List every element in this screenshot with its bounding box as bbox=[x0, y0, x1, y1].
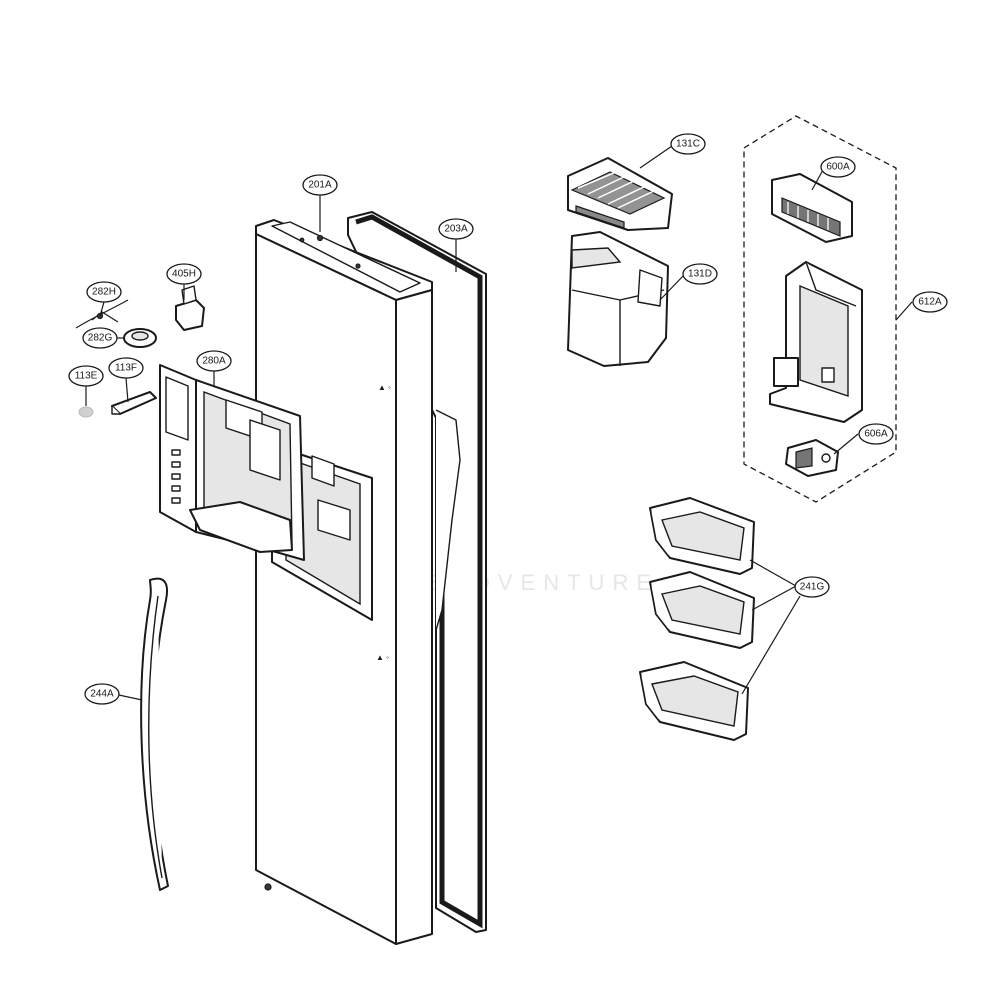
callout-113E: 113E bbox=[68, 365, 104, 387]
callout-label: 600A bbox=[826, 162, 850, 173]
callout-label: 113F bbox=[115, 363, 137, 374]
callout-label: 280A bbox=[202, 356, 226, 367]
callout-label: 244A bbox=[90, 689, 114, 700]
bracket-part bbox=[111, 391, 157, 415]
door-handle-part bbox=[140, 577, 169, 891]
lamp-part bbox=[78, 406, 94, 418]
round-cap-part bbox=[123, 328, 157, 348]
callout-label: 201A bbox=[308, 180, 332, 191]
callout-405H: 405H bbox=[166, 263, 202, 285]
callout-241G: 241G bbox=[794, 576, 830, 598]
wire-harness-part bbox=[75, 299, 129, 329]
ice-bin-cover-part bbox=[567, 157, 673, 231]
callout-282H: 282H bbox=[86, 281, 122, 303]
callout-201A: 201A bbox=[302, 174, 338, 196]
callout-label: 282H bbox=[92, 287, 116, 298]
callout-203A: 203A bbox=[438, 218, 474, 240]
callout-label: 606A bbox=[864, 429, 888, 440]
door-bin-upper bbox=[649, 497, 755, 575]
callout-282G: 282G bbox=[82, 327, 118, 349]
switch-part bbox=[175, 285, 205, 331]
ice-bin-part bbox=[567, 231, 669, 367]
water-valve-part bbox=[785, 439, 839, 477]
callout-label: 405H bbox=[172, 269, 196, 280]
callout-612A: 612A bbox=[912, 291, 948, 313]
callout-label: 113E bbox=[75, 371, 98, 382]
svg-text:▲ ◦: ▲ ◦ bbox=[376, 653, 389, 662]
door-bin-lower bbox=[639, 661, 749, 741]
dispenser-cover-part bbox=[159, 364, 305, 561]
callout-131C: 131C bbox=[670, 133, 706, 155]
callout-131D: 131D bbox=[682, 263, 718, 285]
callout-label: 282G bbox=[88, 333, 113, 344]
callout-600A: 600A bbox=[820, 156, 856, 178]
callout-label: 612A bbox=[918, 297, 942, 308]
door-bin-middle bbox=[649, 571, 755, 649]
callout-label: 241G bbox=[800, 582, 825, 593]
svg-text:▲ ◦: ▲ ◦ bbox=[378, 383, 391, 392]
callout-label: 203A bbox=[444, 224, 468, 235]
callout-280A: 280A bbox=[196, 350, 232, 372]
ice-maker-assembly-outline bbox=[743, 115, 897, 503]
ice-maker-housing-part bbox=[769, 261, 863, 423]
callout-244A: 244A bbox=[84, 683, 120, 705]
callout-label: 131C bbox=[676, 139, 700, 150]
ice-maker-part bbox=[771, 173, 853, 243]
callout-606A: 606A bbox=[858, 423, 894, 445]
leader-lines bbox=[85, 145, 913, 701]
callout-113F: 113F bbox=[108, 357, 144, 379]
door-panel-part: ▲ ◦ ▲ ◦ bbox=[255, 219, 433, 945]
callout-label: 131D bbox=[688, 269, 712, 280]
